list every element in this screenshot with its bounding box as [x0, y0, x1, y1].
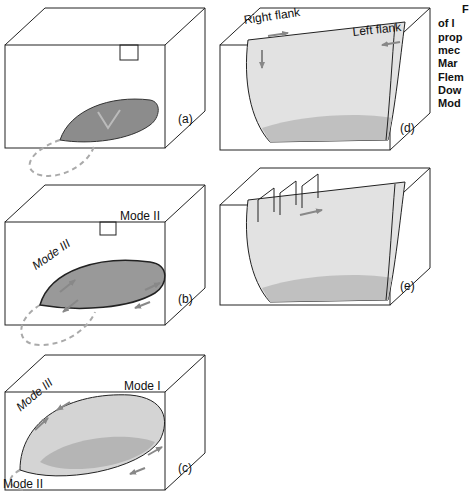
flank-edge: [386, 24, 395, 140]
mode-label: Mode III: [30, 237, 72, 272]
step-segments: [258, 174, 318, 222]
caption-fragment: Flem: [438, 72, 464, 83]
slip-arrow: [145, 283, 160, 290]
slip-arrow: [98, 110, 120, 128]
block-notch: [100, 222, 116, 235]
slip-arrow: [57, 402, 70, 410]
slip-arrow: [60, 280, 75, 292]
slip-arrow: [135, 302, 150, 308]
fault-patch: [20, 395, 165, 476]
caption-fragment: mec: [438, 45, 460, 56]
caption-fragment: of l: [438, 18, 455, 29]
block-front: [5, 45, 165, 148]
block-top: [5, 8, 205, 45]
mode-label: Mode I: [124, 380, 161, 392]
fault-band: [262, 115, 392, 142]
flank-edge: [386, 184, 395, 300]
panel-letter: (d): [400, 122, 415, 134]
slip-arrow: [382, 42, 400, 45]
caption-fragment: Mod: [438, 98, 461, 109]
panel-letter: (b): [178, 293, 193, 305]
slip-arrow: [130, 468, 145, 474]
caption-fragment: prop: [438, 32, 462, 43]
mode-label: Mode III: [14, 376, 55, 413]
slip-arrow: [35, 418, 48, 430]
panel-letter: (c): [178, 462, 192, 474]
block-side: [165, 8, 205, 148]
caption-fragment: Mar: [438, 58, 458, 69]
slip-arrow: [300, 210, 322, 215]
slip-arrow: [261, 50, 263, 68]
block-side: [165, 355, 205, 490]
flank-label: Right flank: [243, 6, 301, 26]
slip-arrow: [148, 447, 162, 455]
block-side: [165, 185, 205, 325]
block-front: [5, 222, 165, 325]
block-notch: [120, 45, 138, 60]
fault-patch: [60, 99, 158, 142]
fault-surface: [246, 22, 405, 142]
caption-fragment: Dow: [438, 85, 461, 96]
block-top: [5, 185, 205, 222]
fault-surface: [246, 182, 405, 302]
slip-arrow: [268, 33, 288, 36]
rupture-trace: [21, 305, 95, 345]
fault-patch: [40, 260, 165, 308]
rupture-trace: [30, 140, 95, 176]
mode-label: Mode II: [3, 478, 43, 490]
panel-letter: (e): [400, 280, 415, 292]
panel-letter: (a): [178, 113, 193, 125]
mode-label: Mode II: [120, 210, 160, 222]
fault-band: [40, 437, 155, 469]
caption-fragment: F: [462, 4, 469, 15]
slip-arrow: [63, 300, 78, 312]
fault-band: [262, 275, 392, 302]
